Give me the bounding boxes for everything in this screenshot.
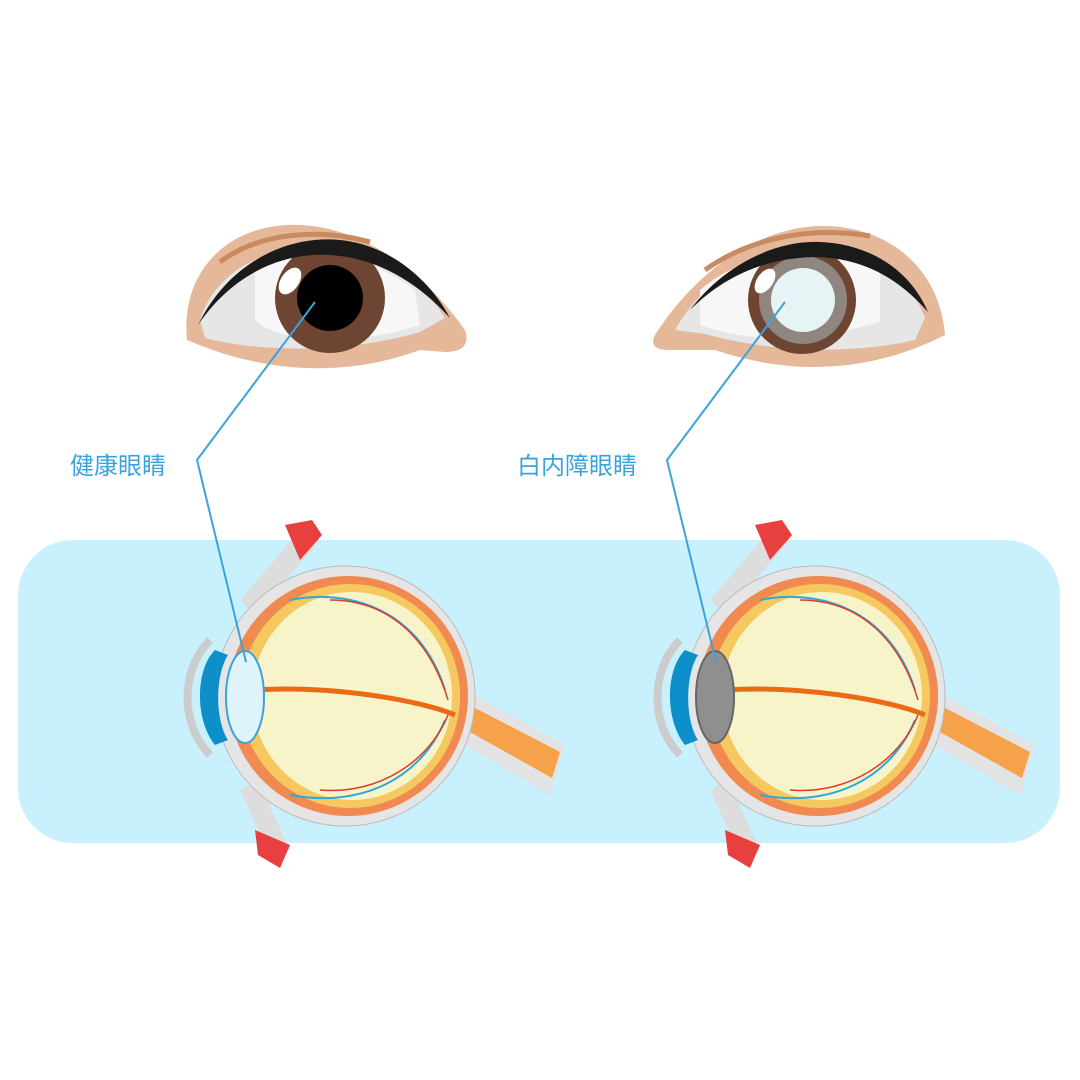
- cataract-external-eye: [653, 225, 945, 367]
- cataract-leader-line: [665, 301, 786, 663]
- cataract-eye-label: 白内障眼睛: [517, 452, 637, 480]
- healthy-external-eye: [186, 224, 467, 369]
- cloudy-lens: [771, 268, 835, 332]
- healthy-eye-cross-section: [183, 520, 565, 868]
- inferior-muscle: [240, 780, 290, 855]
- eyelashes: [198, 239, 450, 325]
- vitreous-body: [252, 592, 452, 800]
- cataract-lens: [695, 650, 735, 744]
- healthy-leader-line: [195, 301, 316, 663]
- healthy-pupil: [297, 265, 363, 331]
- cataract-eye-cross-section: [653, 520, 1035, 868]
- healthy-lens: [225, 650, 265, 744]
- healthy-eye-label: 健康眼睛: [70, 452, 166, 480]
